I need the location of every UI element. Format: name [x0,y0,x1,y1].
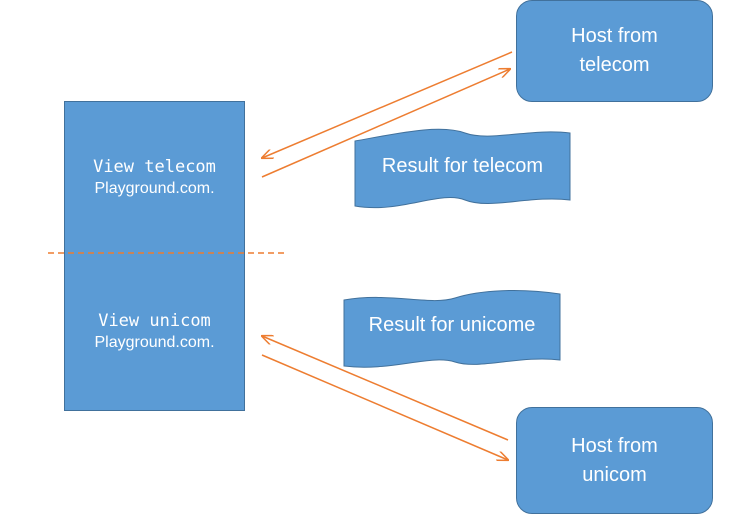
result-unicom-shape [343,290,561,368]
arrow-telecom-host-to-view [262,51,513,158]
arrow-unicom-view-to-host [261,354,508,460]
view-unicom-label: View unicom Playground.com. [64,310,245,354]
host-telecom-box: Host from telecom [516,0,713,102]
result-telecom-label: Result for telecom [381,155,544,177]
host-unicom-label: Host from unicom [571,434,658,486]
host-telecom-label: Host from telecom [571,25,658,76]
view-unicom-subtitle: Playground.com. [94,334,215,351]
result-telecom-shape [354,128,571,209]
arrow-unicom-host-to-view [262,336,509,441]
view-unicom-title: View unicom [98,311,211,331]
result-unicom-label: Result for unicome [368,314,536,336]
host-unicom-box: Host from unicom [516,407,713,514]
view-telecom-subtitle: Playground.com. [94,180,215,197]
view-telecom-label: View telecom Playground.com. [64,156,245,200]
view-box [64,101,245,411]
view-telecom-title: View telecom [93,157,216,177]
arrow-telecom-view-to-host [261,69,510,178]
